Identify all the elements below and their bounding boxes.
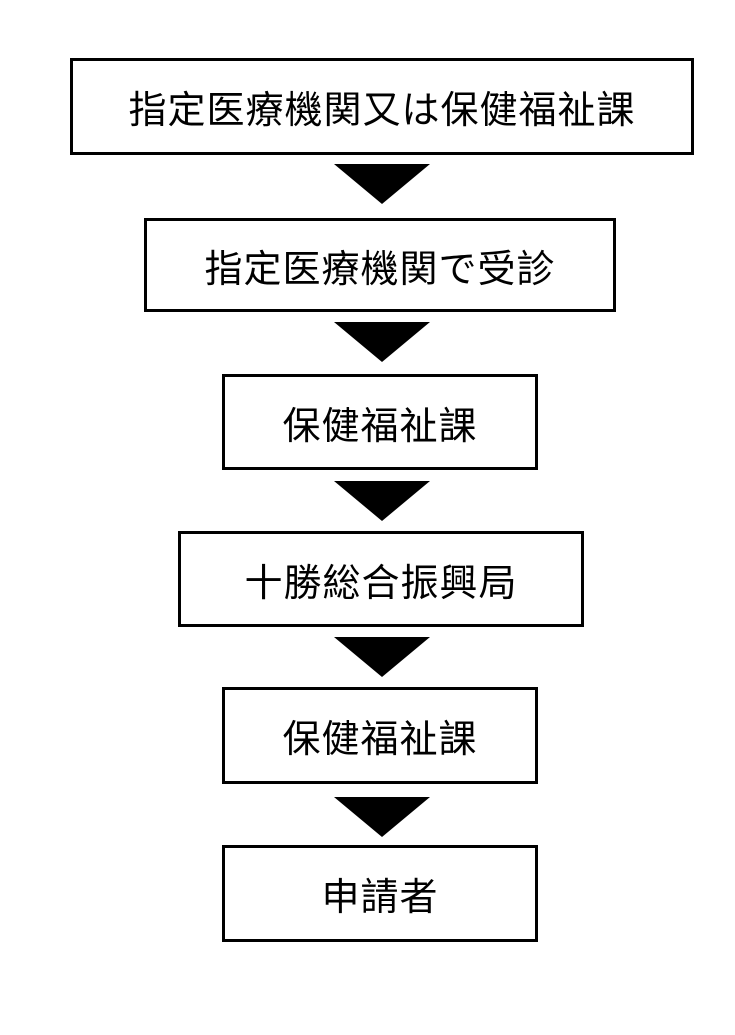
flow-step-box: 指定医療機関で受診 bbox=[144, 218, 616, 312]
flow-step-box: 指定医療機関又は保健福祉課 bbox=[70, 58, 694, 155]
flow-step-label: 保健福祉課 bbox=[282, 717, 478, 761]
flow-step-box: 十勝総合振興局 bbox=[178, 531, 584, 627]
flow-step-label: 指定医療機関又は保健福祉課 bbox=[128, 88, 636, 132]
flow-step-box: 保健福祉課 bbox=[222, 374, 538, 470]
down-arrow-icon bbox=[334, 164, 430, 204]
flow-step-box: 申請者 bbox=[222, 845, 538, 942]
flow-step-box: 保健福祉課 bbox=[222, 687, 538, 784]
down-arrow-icon bbox=[334, 322, 430, 362]
down-arrow-icon bbox=[334, 797, 430, 837]
flow-step-label: 十勝総合振興局 bbox=[244, 560, 518, 605]
flow-step-label: 指定医療機関で受診 bbox=[204, 246, 556, 291]
down-arrow-icon bbox=[334, 637, 430, 677]
flow-step-label: 保健福祉課 bbox=[282, 403, 478, 448]
down-arrow-icon bbox=[334, 481, 430, 521]
flow-step-label: 申請者 bbox=[321, 875, 439, 919]
